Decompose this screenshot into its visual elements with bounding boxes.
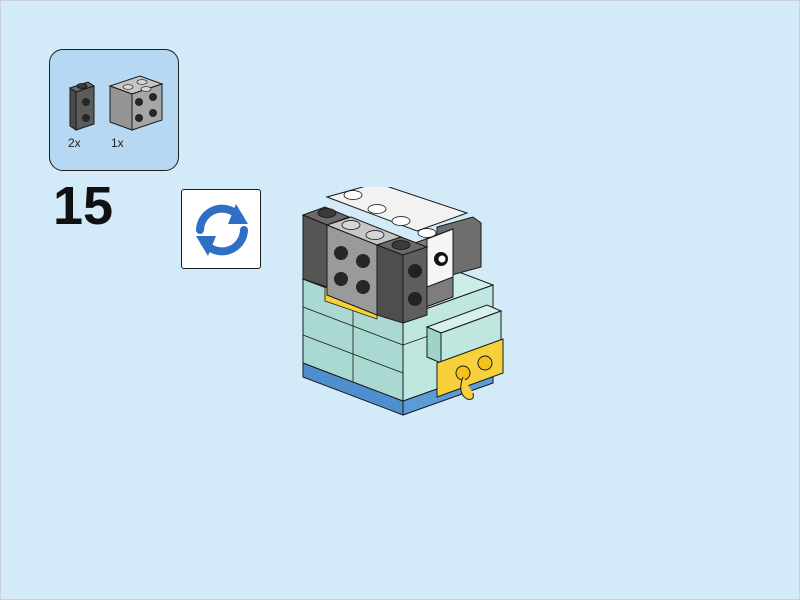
part-quantity: 2x <box>68 136 81 150</box>
parts-illustration <box>68 75 164 131</box>
model-illustration <box>301 187 504 416</box>
rotate-model-button[interactable] <box>181 189 261 269</box>
parts-callout: 2x 1x <box>49 49 179 171</box>
part-quantity: 1x <box>111 136 124 150</box>
light-gray-brick-part <box>108 75 164 131</box>
dark-gray-brick-part <box>68 81 96 131</box>
rotate-arrows-icon <box>196 204 248 256</box>
step-number: 15 <box>53 176 114 236</box>
